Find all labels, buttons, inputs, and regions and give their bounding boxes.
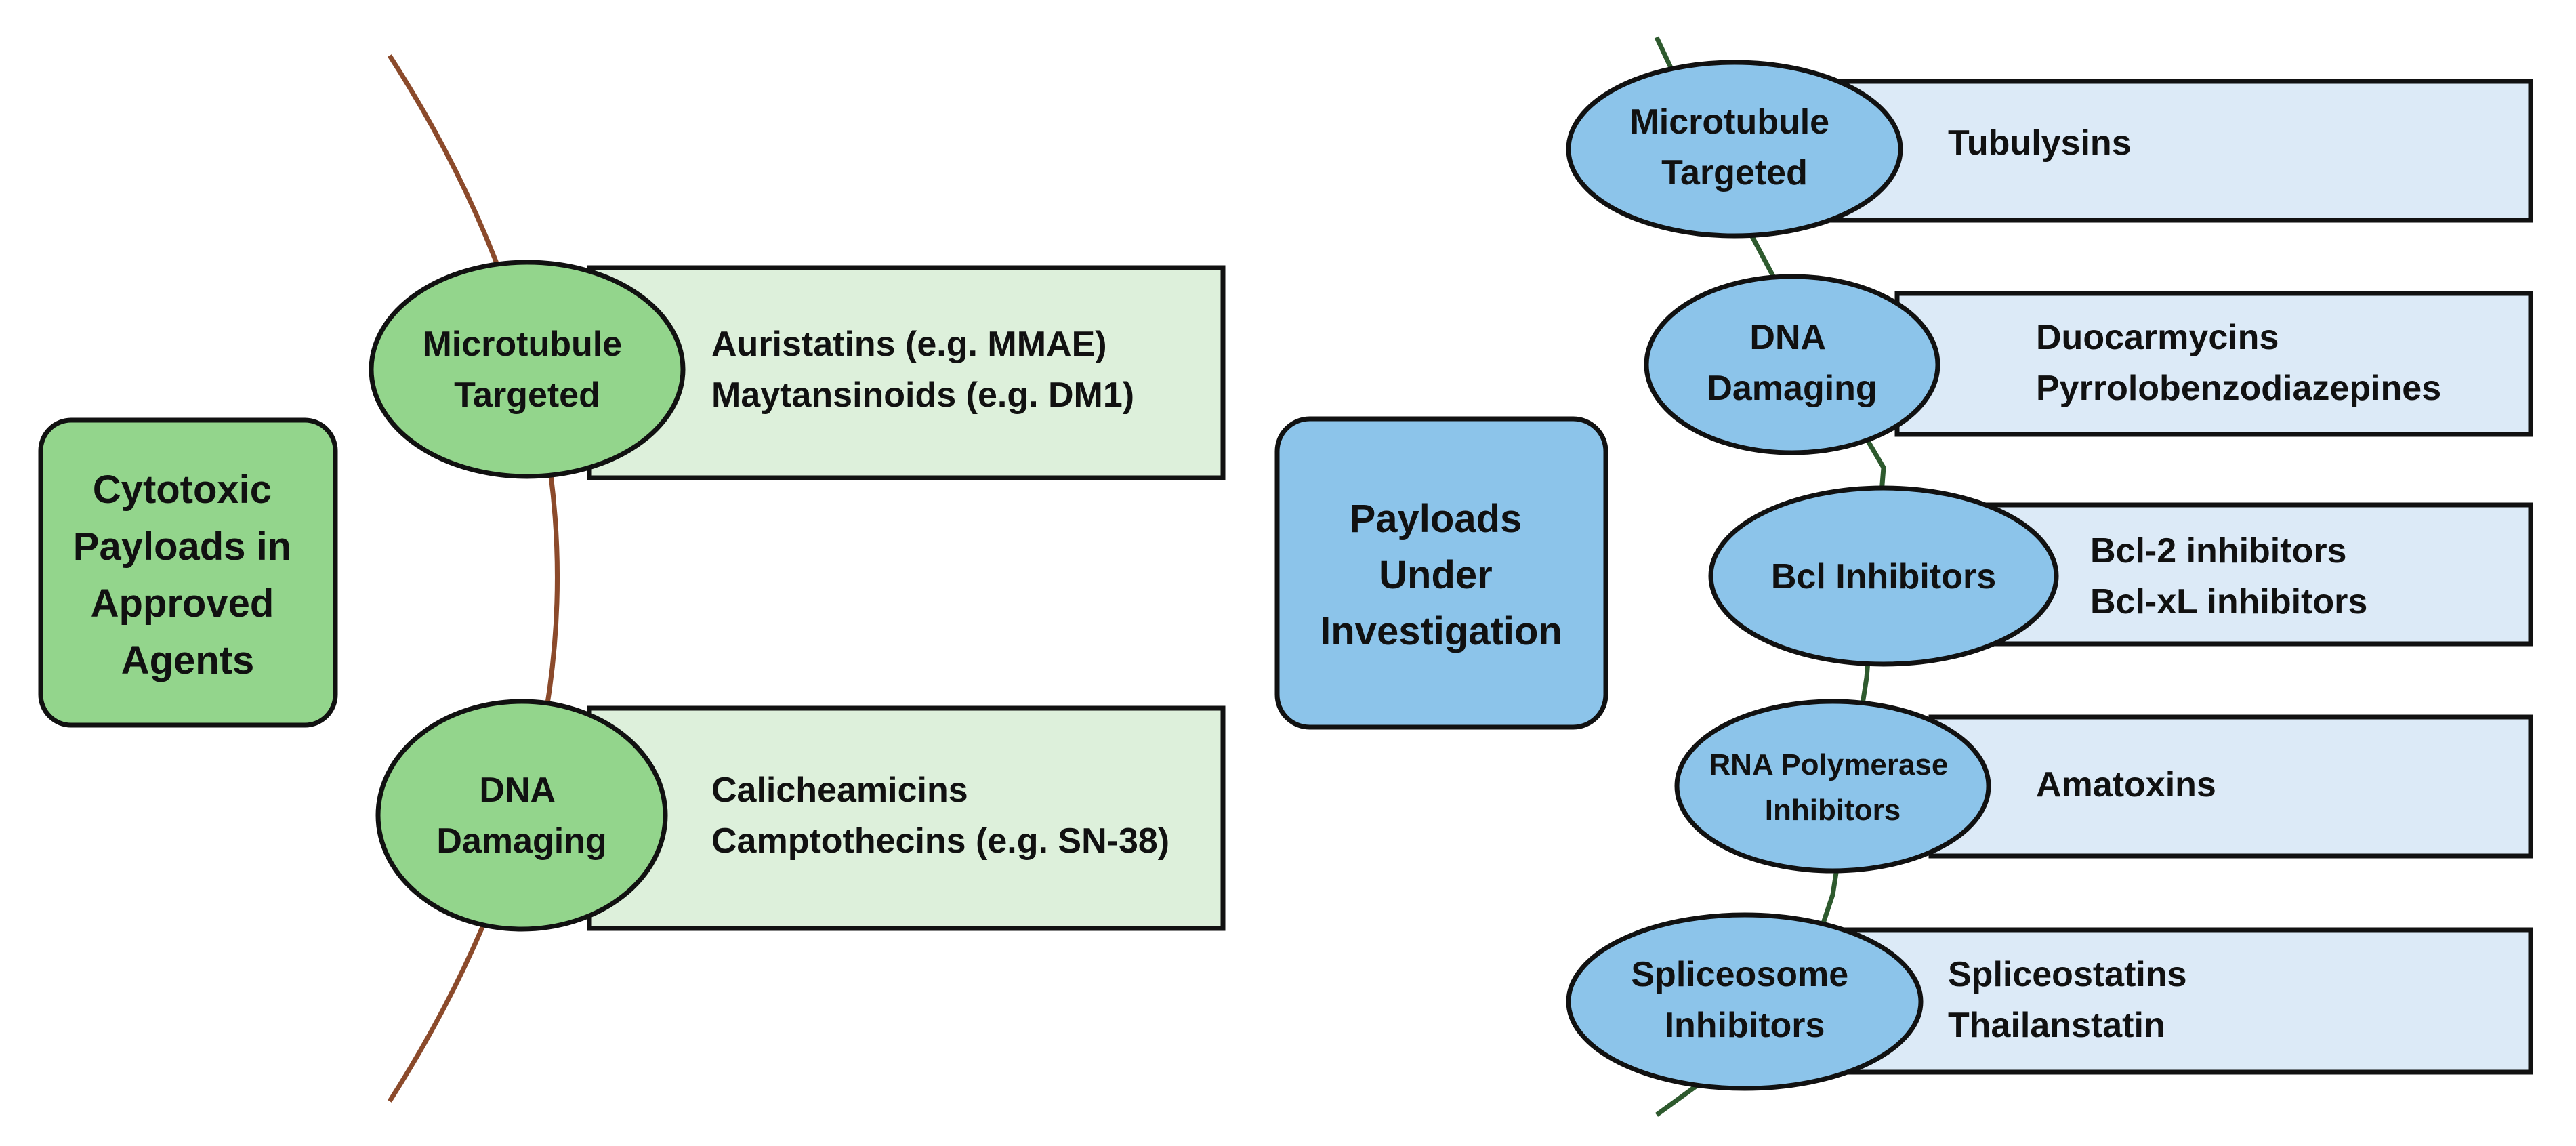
investigation-example: Duocarmycins — [2036, 318, 2279, 357]
svg-text:Tubulysins: Tubulysins — [1948, 123, 2132, 163]
approved-category-label: Targeted — [454, 375, 600, 415]
investigation-title-line: Investigation — [1320, 609, 1562, 653]
investigation-examples-panel — [1928, 714, 2533, 859]
investigation-example: Bcl-2 inhibitors — [2090, 531, 2346, 571]
svg-text:Bcl Inhibitors: Bcl Inhibitors — [1771, 557, 1996, 596]
approved-category-label: Microtubule — [422, 325, 622, 364]
investigation-example: Pyrrolobenzodiazepines — [2036, 369, 2441, 408]
investigation-category-dna: DNA Damaging Duocarmycins Pyrrolobenzodi… — [1644, 274, 2533, 455]
approved-title-line: Approved — [91, 581, 274, 626]
investigation-example: Bcl-xL inhibitors — [2090, 582, 2367, 621]
investigation-category-label: DNA — [1749, 318, 1825, 357]
investigation-category-label: RNA Polymerase — [1709, 748, 1948, 781]
investigation-example: Spliceostatins — [1948, 955, 2187, 994]
approved-category-ellipse — [369, 260, 686, 479]
svg-text:RNA Polymerase Inhibitor: RNA Polymerase Inhibitors — [1709, 748, 1956, 827]
investigation-example: Amatoxins — [2036, 765, 2216, 804]
svg-text:Amatoxins: Amatoxins — [2036, 765, 2216, 804]
svg-text:Bcl-2 inhibitors Bcl-xL: Bcl-2 inhibitors Bcl-xL inhibitors — [2090, 531, 2367, 621]
approved-category-dna: DNA Damaging Calicheamicins Camptothecin… — [375, 699, 1226, 932]
investigation-category-ellipse — [1566, 912, 1924, 1091]
svg-text:Spliceostatins Thailanst: Spliceostatins Thailanstatin — [1948, 955, 2197, 1045]
investigation-category-label: Microtubule — [1629, 102, 1829, 142]
svg-text:DNA Damaging: DNA Damaging — [436, 771, 606, 861]
investigation-category-spliceosome: Spliceosome Inhibitors Spliceostatins Th… — [1566, 912, 2533, 1091]
approved-example: Calicheamicins — [711, 771, 968, 810]
approved-example: Maytansinoids (e.g. DM1) — [711, 375, 1134, 415]
investigation-title-line: Payloads — [1350, 497, 1522, 541]
svg-text:Microtubule Targeted: Microtubule Targeted — [1629, 102, 1839, 192]
approved-category-microtubule: Microtubule Targeted Auristatins (e.g. M… — [369, 260, 1226, 480]
approved-title-line: Cytotoxic — [93, 468, 272, 512]
investigation-examples-panel — [1827, 927, 2533, 1075]
investigation-category-label: Spliceosome — [1631, 955, 1848, 994]
svg-text:Payloads Under Inv: Payloads Under Investigation — [1320, 497, 1562, 653]
approved-example: Auristatins (e.g. MMAE) — [711, 325, 1107, 364]
investigation-category-label: Damaging — [1707, 369, 1877, 408]
investigation-category-ellipse — [1644, 274, 1940, 455]
approved-connector-arc — [388, 54, 560, 1103]
approved-category-label: DNA — [479, 771, 555, 810]
approved-title-line: Payloads in — [73, 525, 291, 569]
approved-title-box: Cytotoxic Payloads in Approved Agents — [38, 417, 338, 728]
svg-text:Microtubule Targeted: Microtubule Targeted — [422, 325, 631, 415]
svg-text:Spliceosome Inhibitors: Spliceosome Inhibitors — [1631, 955, 1858, 1045]
investigation-title-line: Under — [1379, 553, 1493, 597]
investigation-category-rna: RNA Polymerase Inhibitors Amatoxins — [1674, 699, 2533, 874]
svg-text:Cytotoxic Payloads in: Cytotoxic Payloads in Approved Agents — [73, 468, 302, 682]
investigation-category-ellipse — [1566, 60, 1903, 239]
investigation-category-microtubule: Microtubule Targeted Tubulysins — [1566, 60, 2533, 239]
investigation-category-ellipse — [1674, 699, 1991, 874]
approved-category-label: Damaging — [436, 821, 606, 861]
investigation-category-label: Bcl Inhibitors — [1771, 557, 1996, 596]
investigation-example: Tubulysins — [1948, 123, 2132, 163]
approved-examples-panel — [587, 705, 1226, 931]
investigation-category-label: Targeted — [1661, 153, 1808, 192]
approved-example: Camptothecins (e.g. SN-38) — [711, 821, 1169, 861]
svg-text:Auristatins (e.g. MMAE): Auristatins (e.g. MMAE) Maytansinoids (e… — [711, 325, 1134, 415]
approved-category-ellipse — [375, 699, 668, 932]
investigation-examples-panel — [1894, 291, 2533, 437]
investigation-category-bcl: Bcl Inhibitors Bcl-2 inhibitors Bcl-xL i… — [1708, 485, 2533, 667]
approved-title-line: Agents — [121, 638, 255, 682]
svg-text:Duocarmycins Pyrrolobenz: Duocarmycins Pyrrolobenzodiazepines — [2036, 318, 2441, 408]
investigation-examples-panel — [1827, 79, 2533, 223]
investigation-category-label: Inhibitors — [1665, 1006, 1825, 1045]
svg-text:DNA Damaging: DNA Damaging — [1707, 318, 1877, 408]
investigation-example: Thailanstatin — [1948, 1006, 2165, 1045]
investigation-category-ellipse — [1708, 485, 2059, 667]
svg-text:Calicheamicins Camptothe: Calicheamicins Camptothecins (e.g. SN-38… — [711, 771, 1169, 861]
investigation-category-label: Inhibitors — [1765, 794, 1900, 827]
investigation-title-box: Payloads Under Investigation — [1274, 416, 1608, 730]
